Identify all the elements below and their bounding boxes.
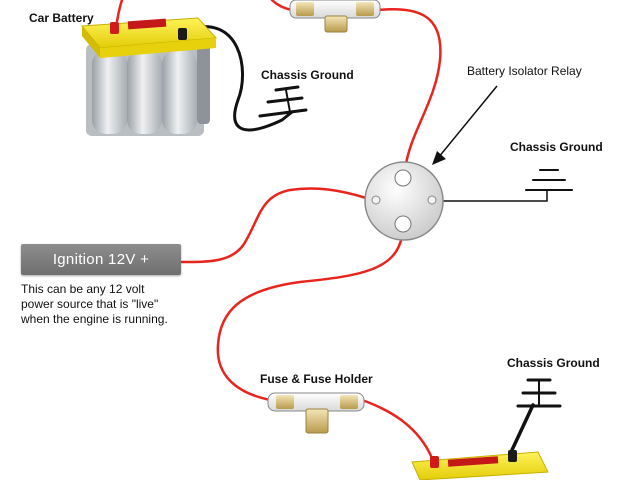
black-wires — [184, 25, 548, 452]
wire-lower-fuse-to-battery — [360, 398, 434, 460]
fuse-holder-top — [289, 0, 381, 33]
chassis-ground-label-right: Chassis Ground — [510, 140, 603, 154]
ground-symbol-top — [258, 85, 308, 118]
ignition-note-line-2: power source that is "live" — [21, 297, 159, 311]
chassis-ground-label-top: Chassis Ground — [261, 68, 354, 82]
chassis-ground-label-bottom: Chassis Ground — [507, 356, 600, 370]
red-wires — [114, 0, 442, 460]
ignition-note-line-3: when the engine is running. — [21, 312, 168, 326]
wire-relay-to-ground-right — [441, 189, 548, 202]
wire-relay-to-lower-fuse — [216, 234, 404, 402]
relay-label: Battery Isolator Relay — [467, 64, 582, 78]
relay-pointer-arrow — [432, 85, 498, 165]
positive-terminal-2 — [430, 456, 439, 468]
car-battery — [81, 17, 218, 136]
positive-terminal — [110, 22, 119, 34]
fuse-holder-label: Fuse & Fuse Holder — [260, 372, 373, 386]
ignition-note: This can be any 12 volt power source tha… — [21, 282, 221, 327]
wire-battery-to-ground-bottom — [510, 403, 535, 452]
negative-terminal-2 — [508, 450, 517, 462]
fuse-holder-bottom — [267, 392, 365, 434]
ground-symbol-right — [525, 169, 573, 191]
wire-ignition-to-relay — [180, 187, 368, 264]
wire-battery-to-ground-top — [184, 25, 294, 132]
ignition-source-box: Ignition 12V + — [21, 244, 181, 275]
negative-terminal — [178, 28, 187, 40]
wire-top-fuse-to-relay — [376, 8, 442, 166]
car-battery-label: Car Battery — [29, 11, 94, 25]
ignition-note-line-1: This can be any 12 volt — [21, 282, 145, 296]
second-battery — [411, 450, 549, 480]
isolator-relay — [364, 161, 444, 241]
wire-to-top-fuse — [270, 0, 294, 12]
ground-symbol-bottom — [516, 378, 562, 408]
ignition-label: Ignition 12V + — [52, 251, 150, 268]
